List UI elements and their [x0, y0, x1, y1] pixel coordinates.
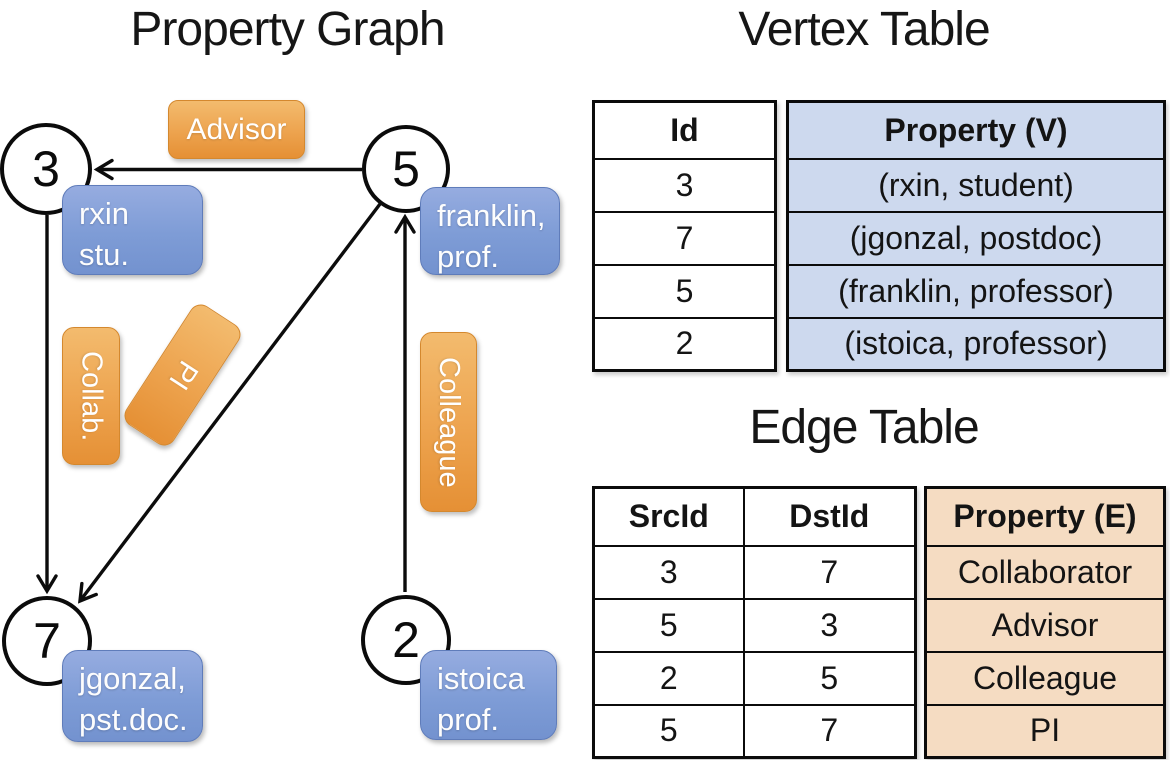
edge-dstid-cell: 7	[742, 703, 917, 759]
vertex-property-box-2: istoica prof.	[420, 650, 557, 740]
vertex-table-title: Vertex Table	[738, 3, 990, 56]
vertex-id-cell: 2	[592, 316, 777, 372]
vertex-property-line: prof.	[437, 239, 500, 274]
table-row: Colleague	[924, 650, 1166, 706]
vertex-table-id-column: Id 3 7 5 2	[592, 100, 777, 372]
edge-property-header: Property (E)	[924, 486, 1166, 547]
edge-property-cell: PI	[924, 703, 1166, 759]
table-row: Advisor	[924, 597, 1166, 653]
vertex-property-cell: (istoica, professor)	[786, 316, 1166, 372]
vertex-id-cell: 7	[592, 210, 777, 266]
table-row: (istoica, professor)	[786, 316, 1166, 372]
edge-label-collab: Collab.	[62, 327, 120, 465]
edge-property-cell: Collaborator	[924, 544, 1166, 600]
vertex-property-cell: (rxin, student)	[786, 157, 1166, 213]
vertex-property-cell: (jgonzal, postdoc)	[786, 210, 1166, 266]
edge-srcid-cell: 2	[592, 650, 745, 706]
node-id-label: 2	[392, 612, 420, 668]
table-row: 2 5	[592, 650, 917, 706]
table-row: 7	[592, 210, 777, 266]
edge-dstid-cell: 7	[742, 544, 917, 600]
edge-srcid-cell: 3	[592, 544, 745, 600]
edge-srcid-header: SrcId	[592, 486, 745, 547]
edge-srcid-cell: 5	[592, 703, 745, 759]
vertex-property-line: franklin,	[437, 198, 546, 233]
table-header-row: Id	[592, 100, 777, 160]
table-row: 5	[592, 263, 777, 319]
vertex-property-line: pst.doc.	[79, 702, 188, 737]
table-row: PI	[924, 703, 1166, 759]
edge-dstid-header: DstId	[742, 486, 917, 547]
vertex-property-line: prof.	[437, 702, 500, 737]
table-row: (rxin, student)	[786, 157, 1166, 213]
table-row: 3	[592, 157, 777, 213]
table-row: (franklin, professor)	[786, 263, 1166, 319]
vertex-node-2: 2	[361, 595, 451, 685]
table-row: 3 7	[592, 544, 917, 600]
edge-property-cell: Advisor	[924, 597, 1166, 653]
vertex-table-property-column: Property (V) (rxin, student) (jgonzal, p…	[786, 100, 1166, 372]
vertex-id-cell: 5	[592, 263, 777, 319]
property-graph-title: Property Graph	[130, 3, 445, 56]
vertex-property-line: rxin	[79, 196, 129, 231]
vertex-property-line: istoica	[437, 661, 525, 696]
table-row: 5 7	[592, 703, 917, 759]
table-row: 2	[592, 316, 777, 372]
node-id-label: 5	[392, 141, 420, 197]
edge-pi-5-to-7	[78, 202, 382, 604]
table-row: (jgonzal, postdoc)	[786, 210, 1166, 266]
vertex-property-line: stu.	[79, 237, 129, 272]
edge-dstid-cell: 5	[742, 650, 917, 706]
edge-label-advisor: Advisor	[168, 100, 305, 159]
vertex-property-box-5: franklin, prof.	[420, 187, 560, 275]
edge-label-colleague: Colleague	[420, 332, 477, 512]
graph-edges	[36, 158, 416, 604]
node-id-label: 7	[33, 613, 61, 669]
edge-property-cell: Colleague	[924, 650, 1166, 706]
vertex-property-line: jgonzal,	[79, 661, 186, 696]
vertex-property-box-3: rxin stu.	[62, 185, 203, 275]
vertex-node-5: 5	[362, 125, 450, 213]
vertex-id-header: Id	[592, 100, 777, 160]
table-row: 5 3	[592, 597, 917, 653]
vertex-id-cell: 3	[592, 157, 777, 213]
edge-srcid-cell: 5	[592, 597, 745, 653]
table-header-row: Property (E)	[924, 486, 1166, 547]
edge-table-title: Edge Table	[749, 401, 979, 454]
table-row: Collaborator	[924, 544, 1166, 600]
edge-table-id-columns: SrcId DstId 3 7 5 3 2 5 5 7	[592, 486, 917, 759]
vertex-property-box-7: jgonzal, pst.doc.	[62, 650, 203, 742]
edge-table-property-column: Property (E) Collaborator Advisor Collea…	[924, 486, 1166, 759]
vertex-property-header: Property (V)	[786, 100, 1166, 160]
node-id-label: 3	[32, 141, 60, 197]
edge-dstid-cell: 3	[742, 597, 917, 653]
table-header-row: Property (V)	[786, 100, 1166, 160]
table-header-row: SrcId DstId	[592, 486, 917, 547]
vertex-property-cell: (franklin, professor)	[786, 263, 1166, 319]
